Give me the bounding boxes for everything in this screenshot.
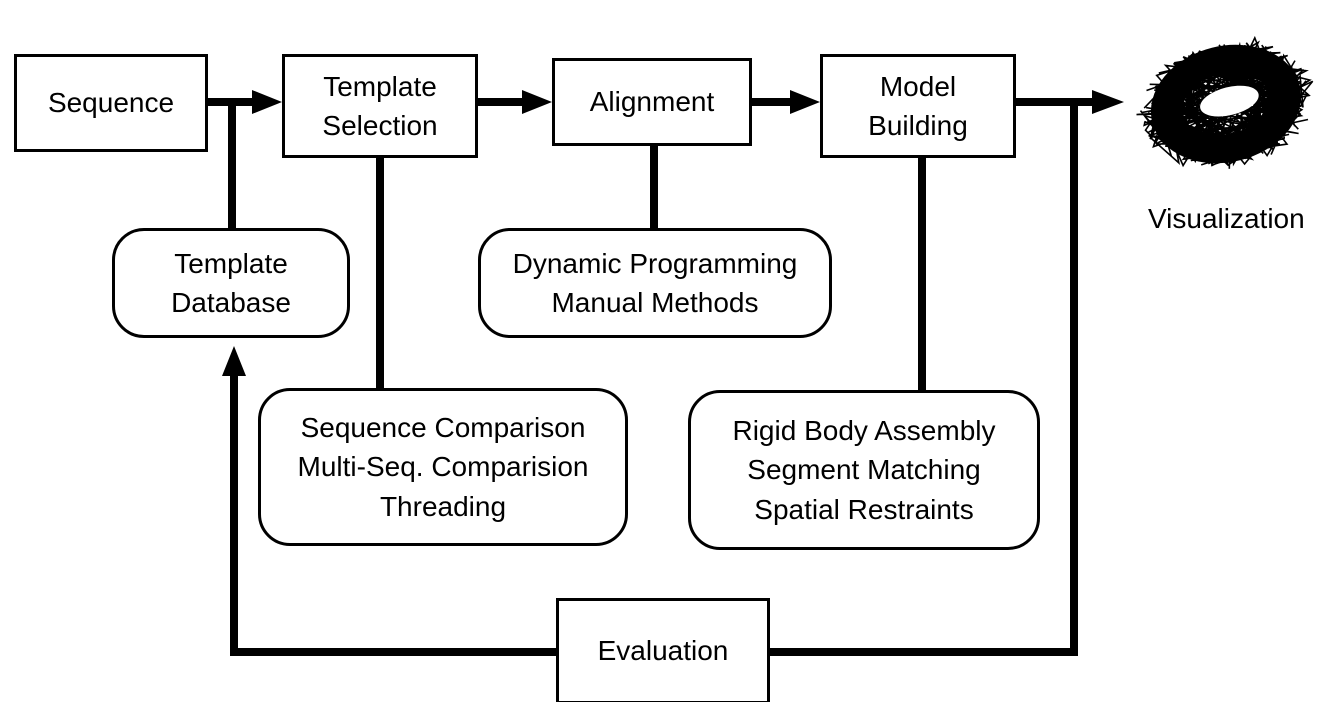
template-database-label-line2: Database [171,287,291,318]
template-database-box: Template Database [112,228,350,338]
selection-methods-box: Sequence Comparison Multi-Seq. Comparisi… [258,388,628,546]
arrowhead-database [222,346,246,376]
model-building-label-line2: Building [868,110,968,141]
arrowhead-selection [252,90,282,114]
template-selection-box: Template Selection [282,54,478,158]
visualization-label: Visualization [1148,203,1305,234]
arrowhead-visualization [1092,90,1124,114]
protein-ring-structure-icon [1136,35,1314,169]
building-method-3: Spatial Restraints [754,493,974,525]
model-building-label-line1: Model [879,70,957,102]
selection-method-1: Sequence Comparison [300,412,586,444]
template-database-label-line1: Template [174,247,288,279]
arrowhead-alignment [522,90,552,114]
sequence-box: Sequence [14,54,208,152]
building-method-2: Segment Matching [747,454,981,486]
arrowhead-building [790,90,820,114]
model-building-box: Model Building [820,54,1016,158]
alignment-label: Alignment [589,86,715,118]
alignment-method-1: Dynamic Programming [512,247,798,279]
sequence-label: Sequence [47,87,175,119]
building-methods-box: Rigid Body Assembly Segment Matching Spa… [688,390,1040,550]
alignment-method-2: Manual Methods [551,287,759,318]
evaluation-label: Evaluation [597,635,729,667]
alignment-methods-box: Dynamic Programming Manual Methods [478,228,832,338]
line-flow-to-evaluation [770,102,1078,656]
selection-method-3: Threading [379,490,507,522]
line-evaluation-to-database [230,376,556,656]
template-selection-label-line1: Template [323,70,437,102]
evaluation-box: Evaluation [556,598,770,702]
building-method-1: Rigid Body Assembly [732,415,996,447]
template-selection-label-line2: Selection [322,110,438,141]
alignment-box: Alignment [552,58,752,146]
selection-method-2: Multi-Seq. Comparision [297,451,589,483]
